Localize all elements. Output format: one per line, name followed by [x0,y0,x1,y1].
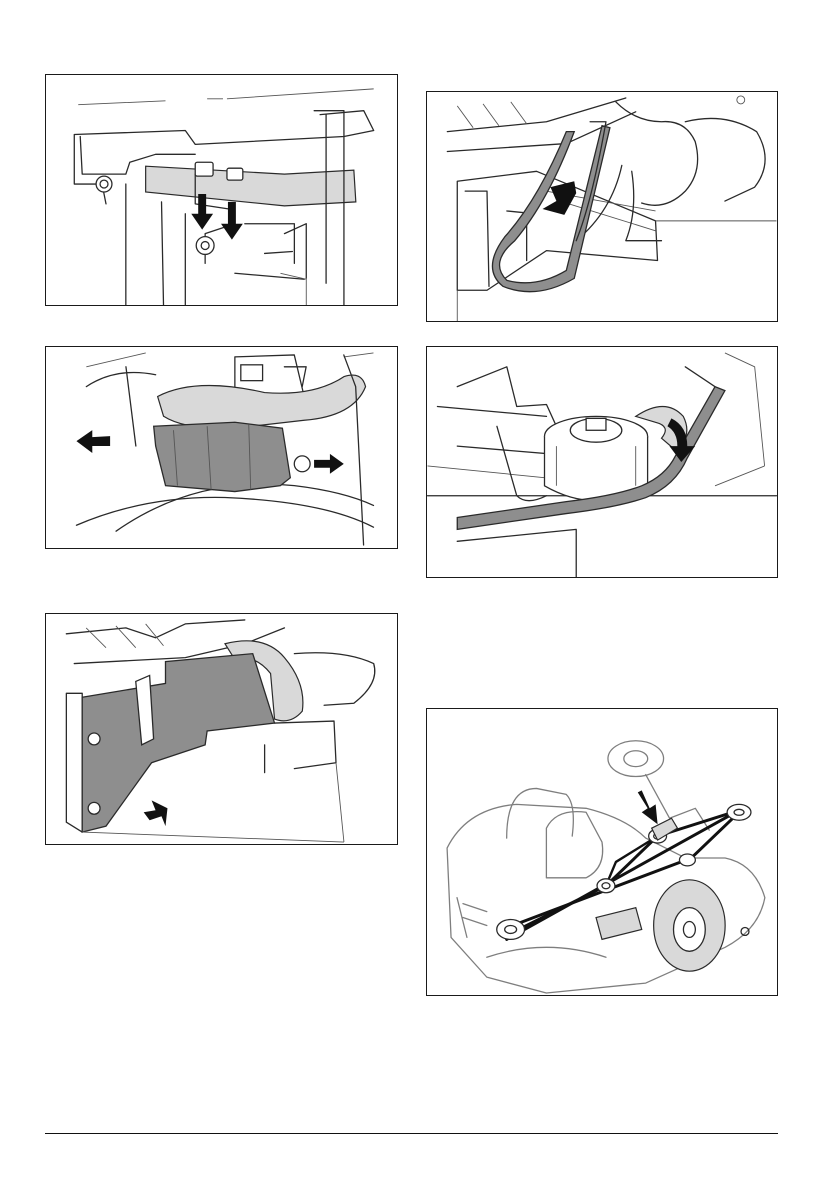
mower-belt-illustration [427,709,777,995]
figure-belt-guard [45,346,398,549]
figure-bracket-bolts [45,74,398,306]
side-cover-illustration [46,614,397,844]
figure-mower-belt [426,708,778,996]
figure-belt-pulley [426,346,778,578]
belt-pulley-illustration [427,347,777,577]
belt-guard-illustration [46,347,397,548]
bracket-bolts-illustration [46,75,397,305]
figure-side-cover [45,613,398,845]
footer-rule [45,1133,778,1134]
figure-drive-belt [426,91,778,322]
drive-belt-illustration [427,92,777,321]
